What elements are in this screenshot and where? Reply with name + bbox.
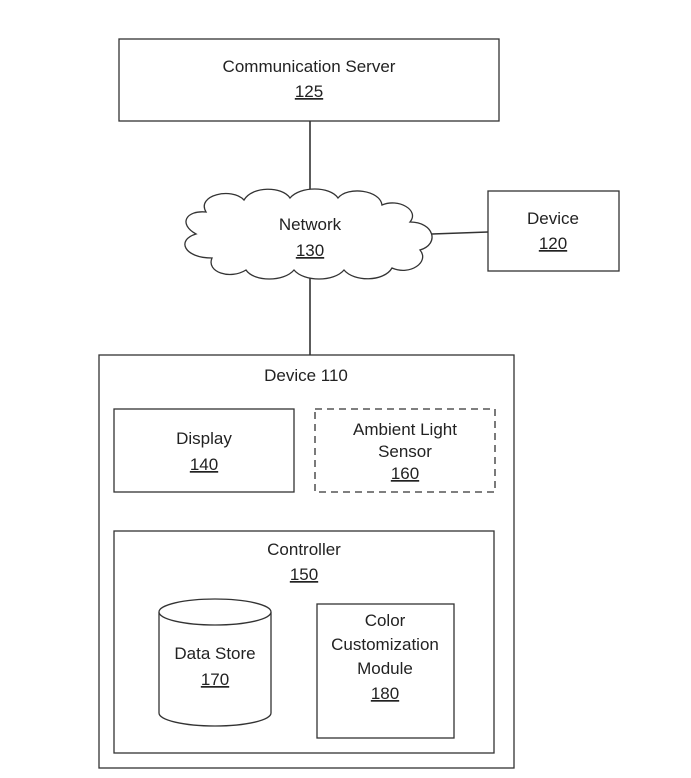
color-module-line3: Module — [357, 659, 413, 678]
ambient-light-sensor-node: Ambient Light Sensor 160 — [314, 408, 496, 493]
communication-server-ref: 125 — [295, 82, 323, 101]
network-device120-link — [431, 231, 489, 235]
display-box — [113, 408, 295, 493]
display-node: Display 140 — [113, 408, 295, 493]
network-title: Network — [279, 215, 342, 234]
controller-node: Controller 150 Data Store 170 Color Cust… — [113, 530, 495, 754]
device-120-title: Device — [527, 209, 579, 228]
network-cloud-shape — [184, 188, 433, 280]
color-module-line1: Color — [365, 611, 406, 630]
ambient-light-sensor-ref: 160 — [391, 464, 419, 483]
data-store-ref: 170 — [201, 670, 229, 689]
display-title: Display — [176, 429, 232, 448]
device-110-title: Device 110 — [264, 366, 348, 385]
device-120-box — [487, 190, 620, 272]
device-120-node: Device 120 — [487, 190, 620, 272]
data-store-node: Data Store 170 — [158, 598, 272, 727]
ambient-light-sensor-line1: Ambient Light — [353, 420, 457, 439]
communication-server-title: Communication Server — [223, 57, 396, 76]
data-store-title: Data Store — [174, 644, 255, 663]
data-store-cylinder-body — [158, 612, 272, 727]
data-store-cylinder-top — [158, 598, 272, 626]
ambient-light-sensor-line2: Sensor — [378, 442, 432, 461]
ambient-light-sensor-box — [314, 408, 496, 493]
communication-server-node: Communication Server 125 — [118, 38, 500, 122]
color-customization-module-box — [316, 603, 455, 739]
device-110-node: Device 110 Display 140 Ambient Light Sen… — [98, 354, 515, 769]
network-node: Network 130 — [184, 188, 433, 280]
color-module-line2: Customization — [331, 635, 439, 654]
controller-title: Controller — [267, 540, 341, 559]
color-customization-module-node: Color Customization Module 180 — [316, 603, 455, 739]
communication-server-box — [118, 38, 500, 122]
color-module-ref: 180 — [371, 684, 399, 703]
device-120-ref: 120 — [539, 234, 567, 253]
network-ref: 130 — [296, 241, 324, 260]
display-ref: 140 — [190, 455, 218, 474]
controller-ref: 150 — [290, 565, 318, 584]
